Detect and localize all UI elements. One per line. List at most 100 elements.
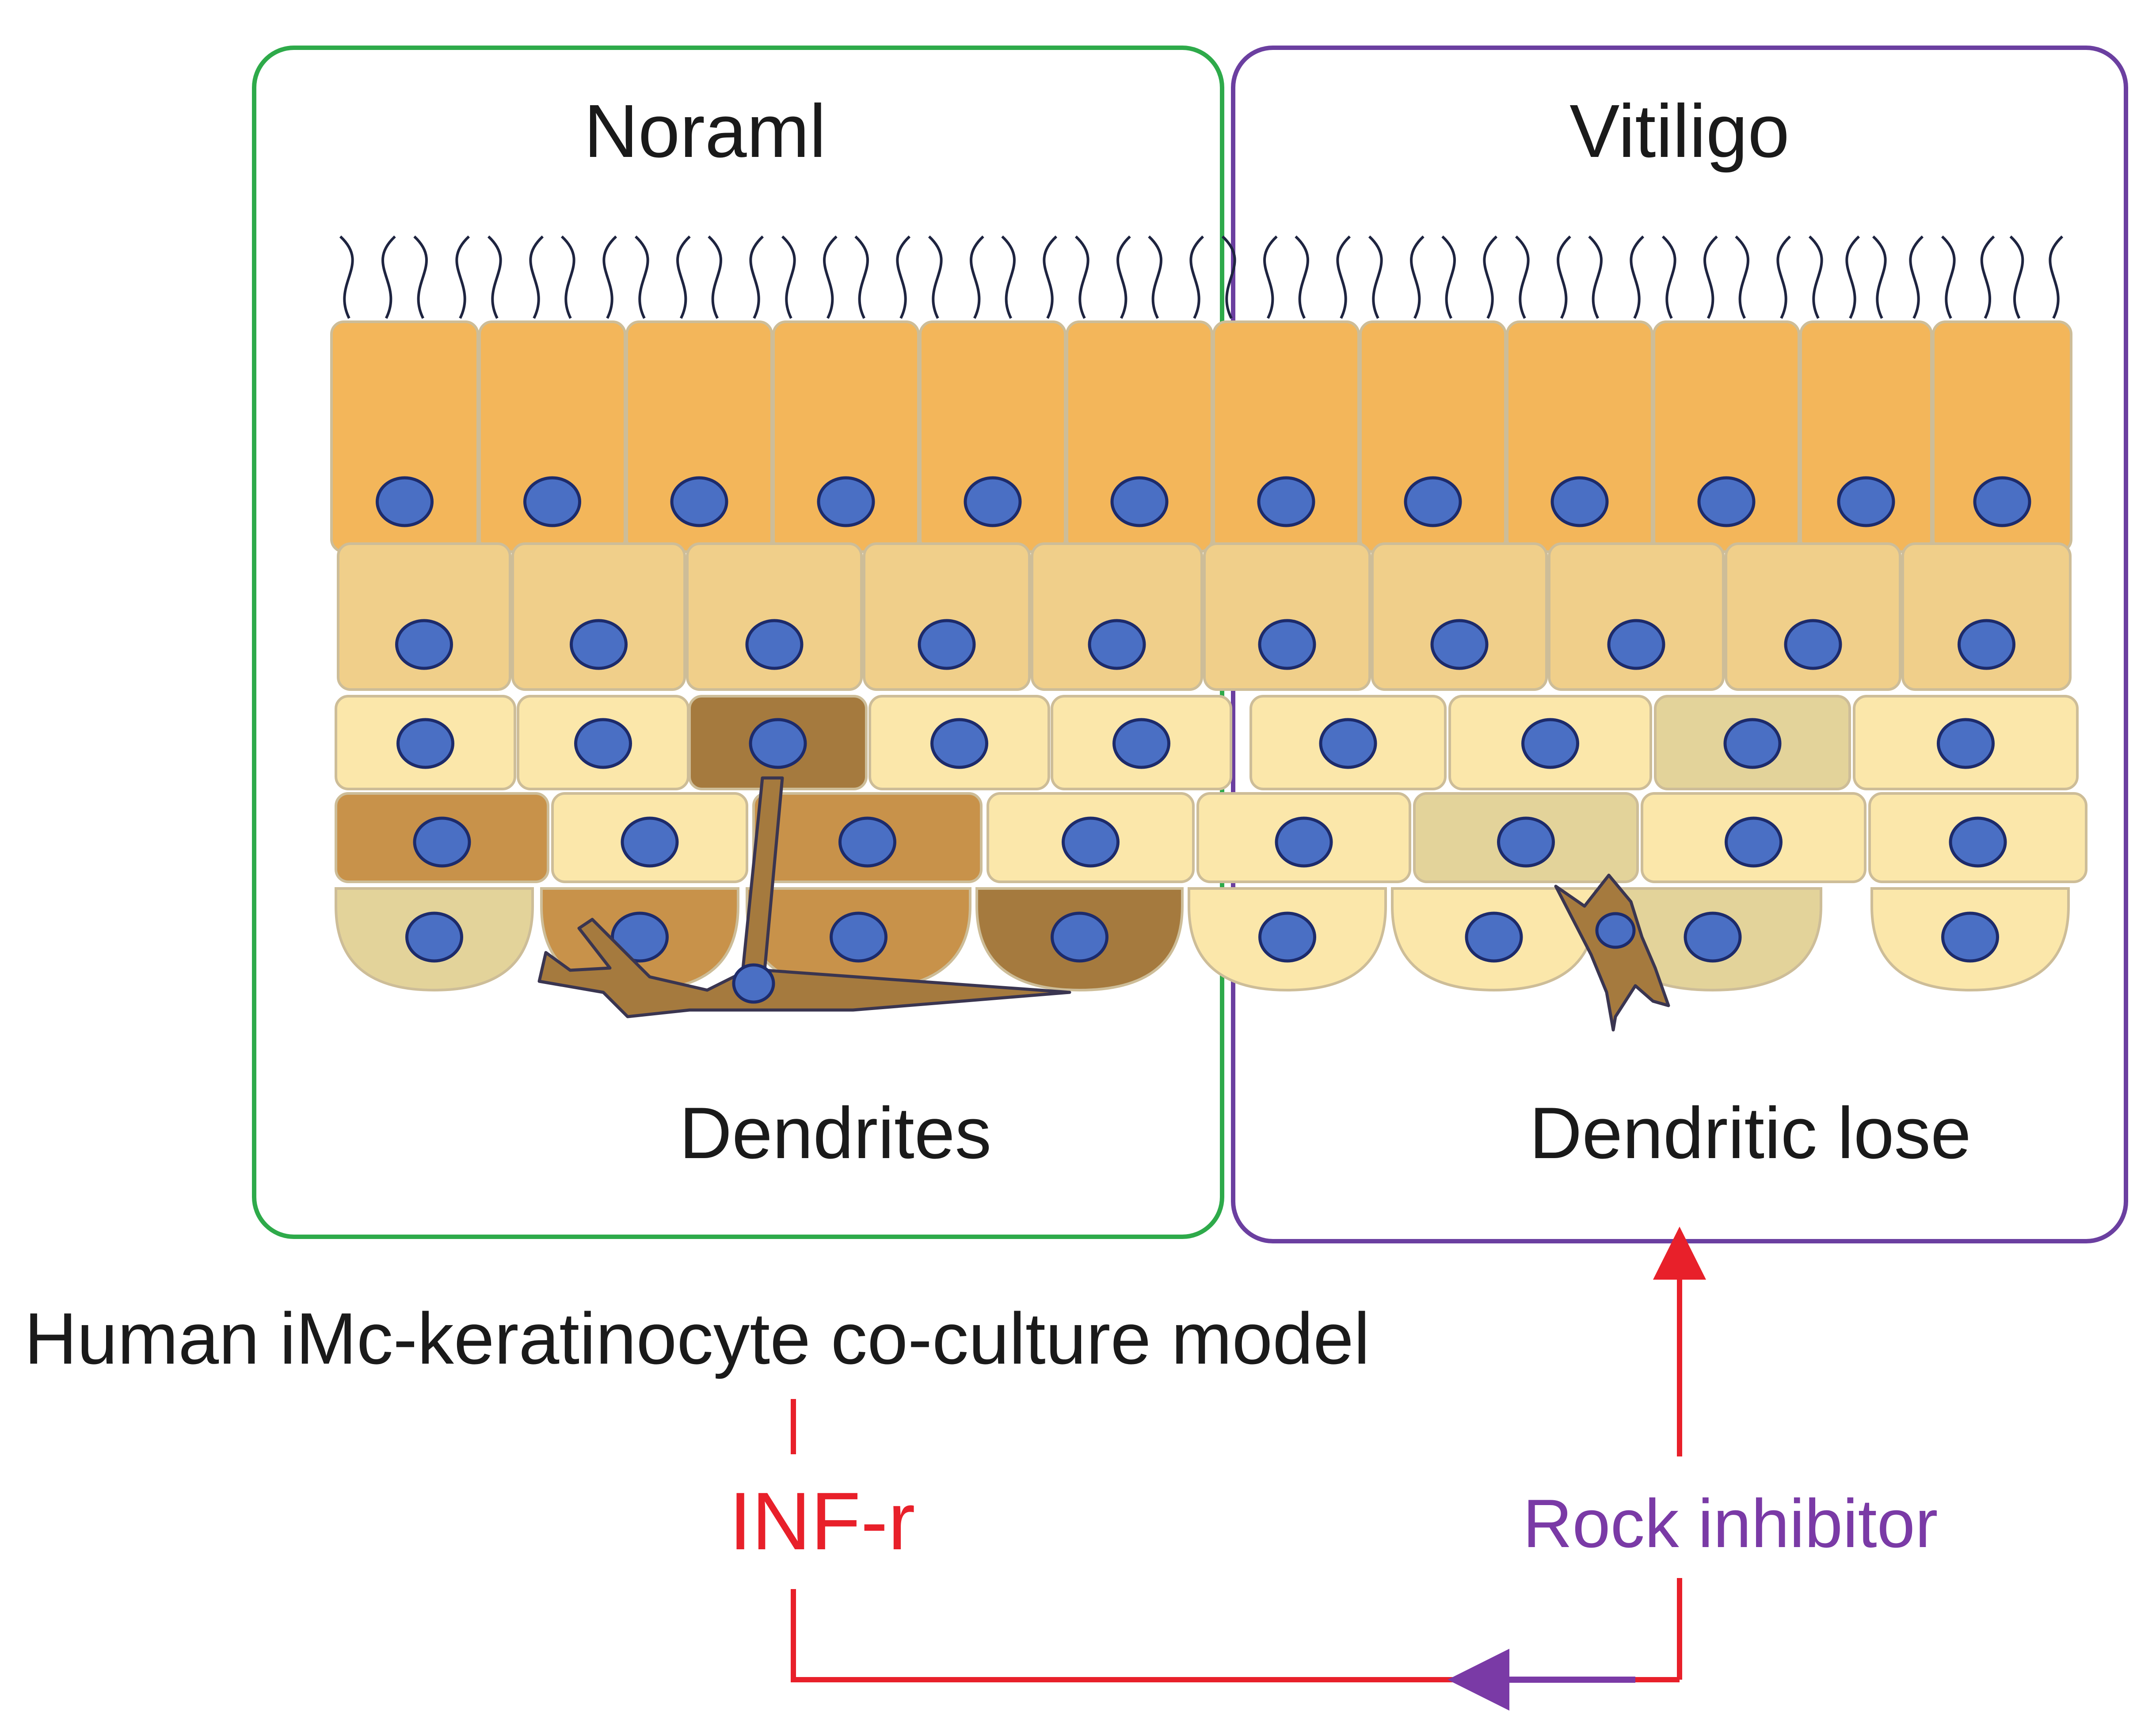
nucleus <box>405 911 463 963</box>
nucleus <box>964 476 1022 527</box>
hair-strand <box>634 235 649 319</box>
nucleus <box>1607 619 1665 670</box>
retracted-melanocyte-nucleus <box>1595 912 1636 949</box>
nucleus <box>1837 476 1895 527</box>
keratinocyte-middle <box>1203 542 1371 691</box>
hair-strand <box>896 235 911 319</box>
vitiligo-panel-title: Vitiligo <box>1569 89 1790 173</box>
nucleus <box>1110 476 1169 527</box>
hair-strand <box>1295 235 1309 319</box>
hair-strand <box>1980 235 1995 319</box>
nucleus <box>1257 476 1315 527</box>
model-label: Human iMc-keratinocyte co-culture model <box>24 1298 1370 1379</box>
keratinocyte-middle <box>337 542 511 691</box>
hair-strand <box>928 235 943 319</box>
nucleus <box>621 816 679 868</box>
hair-strand <box>2009 235 2024 319</box>
inducer-pathway-line <box>791 1589 1680 1682</box>
nucleus <box>1941 911 1999 963</box>
hair-strand <box>749 235 764 319</box>
nucleus <box>1723 718 1782 769</box>
nucleus <box>1430 619 1489 670</box>
hair-strand <box>781 235 796 319</box>
hair-strand <box>854 235 869 319</box>
nucleus <box>830 911 888 963</box>
keratinocyte-middle <box>1901 542 2072 691</box>
nucleus <box>1784 619 1842 670</box>
nucleus <box>1949 816 2007 868</box>
hair-strand <box>1630 235 1645 319</box>
melanocyte-dendrites <box>537 776 1071 1018</box>
nucleus <box>413 816 471 868</box>
hair-strand <box>1074 235 1089 319</box>
nucleus <box>1521 718 1579 769</box>
nucleus <box>1550 476 1609 527</box>
normal-panel-title: Noraml <box>584 89 826 173</box>
hair-strand <box>1116 235 1131 319</box>
hair-layer <box>339 235 2064 319</box>
hair-strand <box>455 235 470 319</box>
melanocyte-nucleus <box>732 963 775 1004</box>
hair-strand <box>1703 235 1718 319</box>
hair-strand <box>970 235 984 319</box>
nucleus <box>1684 911 1742 963</box>
nucleus <box>1937 718 1995 769</box>
nucleus <box>396 718 454 769</box>
nucleus <box>1497 816 1555 868</box>
nucleus <box>838 816 896 868</box>
nucleus <box>930 718 988 769</box>
nucleus <box>745 619 804 670</box>
hair-strand <box>1001 235 1016 319</box>
nucleus <box>670 476 728 527</box>
hair-strand <box>1263 235 1278 319</box>
inducer-label: INF-r <box>729 1476 915 1567</box>
normal-panel-caption: Dendrites <box>679 1092 991 1174</box>
hair-strand <box>1368 235 1383 319</box>
hair-strand <box>602 235 617 319</box>
keratinocyte-middle <box>1031 542 1203 691</box>
nucleus <box>1697 476 1756 527</box>
nucleus <box>817 476 875 527</box>
epidermis-cells <box>330 320 2087 992</box>
keratinocyte-middle <box>1725 542 1901 691</box>
hair-strand <box>1515 235 1530 319</box>
hair-strand <box>1189 235 1204 319</box>
keratinocyte-middle <box>686 542 863 691</box>
hair-strand <box>1221 235 1236 319</box>
hair-strand <box>823 235 838 319</box>
hair-strand <box>560 235 575 319</box>
hair-strand <box>413 235 428 319</box>
hair-strand <box>1410 235 1425 319</box>
nucleus <box>1088 619 1146 670</box>
hair-strand <box>1845 235 1860 319</box>
hair-strand <box>381 235 396 319</box>
hair-strand <box>1661 235 1676 319</box>
hair-strand <box>1043 235 1058 319</box>
nucleus <box>1319 718 1377 769</box>
hair-strand <box>529 235 544 319</box>
hair-strand <box>1441 235 1456 319</box>
retracted-melanocyte-body <box>1554 873 1670 1032</box>
nucleus <box>1051 911 1108 963</box>
hair-strand <box>1909 235 1924 319</box>
hair-strand <box>1336 235 1351 319</box>
hair-strand <box>1557 235 1571 319</box>
nucleus <box>1062 816 1120 868</box>
hair-strand <box>676 235 691 319</box>
hair-strand <box>1735 235 1749 319</box>
keratinocyte-middle <box>863 542 1031 691</box>
nucleus <box>611 911 669 963</box>
nucleus <box>1112 718 1170 769</box>
nucleus <box>523 476 581 527</box>
hair-strand <box>1483 235 1498 319</box>
nucleus <box>1465 911 1523 963</box>
dendritic-melanocyte <box>537 776 1071 1018</box>
nucleus <box>1258 619 1316 670</box>
hair-strand <box>1872 235 1887 319</box>
hair-strand <box>708 235 722 319</box>
hair-strand <box>1148 235 1162 319</box>
keratinocyte-middle <box>1371 542 1548 691</box>
nucleus <box>749 718 807 769</box>
nucleus <box>1958 619 2015 670</box>
